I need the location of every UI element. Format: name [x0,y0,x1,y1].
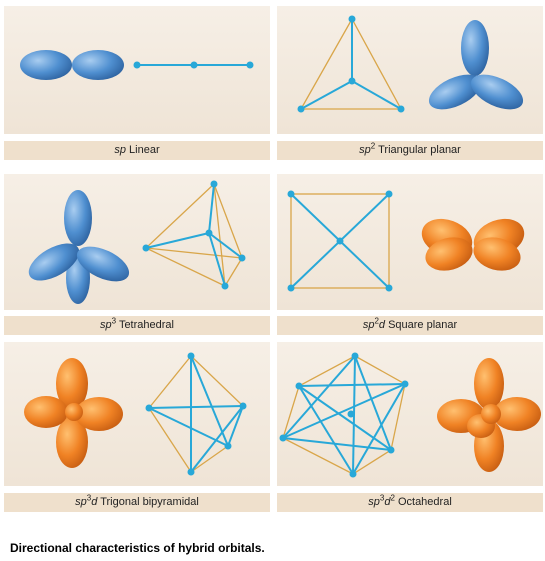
square-planar-geometry-diagram [287,190,393,292]
octahedral-geometry-diagram [279,352,409,478]
panel-sp2d-square-planar [277,174,543,310]
panel-sp3d-trigonal-bipyramidal [4,342,270,486]
caption-sp3d2-octahedral: sp3d2 Octahedral [277,493,543,512]
tetrahedral-geometry-diagram [142,180,246,290]
trigonal-bipyramidal-geometry-diagram [145,352,247,476]
panel-sp3d2-octahedral [277,342,543,486]
sp3-orbital-illustration [28,190,130,304]
sp2-orbital-illustration [428,20,524,110]
sp3d2-orbital-illustration [437,358,541,472]
caption-sp3-tetrahedral: sp3 Tetrahedral [4,316,270,335]
caption-sp3d-trigonal-bipyramidal: sp3d Trigonal bipyramidal [4,493,270,512]
sp-orbital-illustration [20,50,124,80]
panel-sp-linear [4,6,270,134]
figure-caption: Directional characteristics of hybrid or… [10,541,265,555]
sp3d-orbital-illustration [24,358,123,468]
linear-geometry-diagram [133,61,254,69]
caption-sp2d-square-planar: sp2d Square planar [277,316,543,335]
panel-sp2-triangular [277,6,543,134]
triangular-geometry-diagram [297,15,405,113]
panel-sp3-tetrahedral [4,174,270,310]
sp2d-orbital-illustration [421,218,525,271]
caption-sp2-triangular: sp2 Triangular planar [277,141,543,160]
caption-sp-linear: sp Linear [4,141,270,160]
